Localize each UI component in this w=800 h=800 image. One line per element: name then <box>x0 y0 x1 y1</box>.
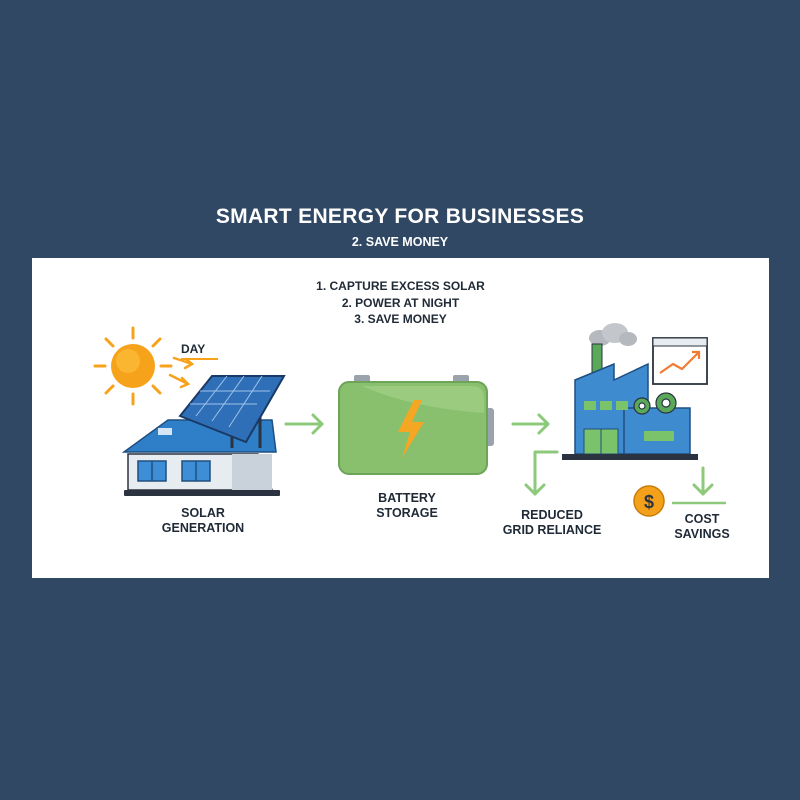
page-subtitle: 2. SAVE MONEY <box>351 235 449 249</box>
step-1: 1. CAPTURE EXCESS SOLAR <box>316 279 485 293</box>
svg-text:$: $ <box>644 492 654 512</box>
lightning-bolt-icon <box>398 400 424 458</box>
battery-storage-label: BATTERY STORAGE <box>376 491 438 520</box>
flow-diagram: $ <box>93 323 726 517</box>
flow-arrow-2 <box>511 413 550 435</box>
step-2: 2. POWER AT NIGHT <box>341 295 460 310</box>
step-3: 3. SAVE MONEY <box>354 312 447 326</box>
diagram-card: 1. CAPTURE EXCESS SOLAR 2. POWER AT NIGH… <box>32 258 769 578</box>
sun-icon <box>93 326 173 406</box>
gear-icon <box>633 392 677 415</box>
house-icon <box>121 419 280 496</box>
dollar-coin-icon: $ <box>633 485 665 517</box>
page-title: SMART ENERGY FOR BUSINESSES <box>215 205 585 228</box>
steps-list: 1. CAPTURE EXCESS SOLAR 2. POWER AT NIGH… <box>32 278 769 328</box>
solar-panel-icon <box>178 375 286 448</box>
cost-savings-label: COST SAVINGS <box>674 512 730 541</box>
flow-arrow-1 <box>284 413 324 435</box>
day-label: DAY <box>181 342 206 356</box>
rising-chart-icon <box>652 337 708 385</box>
factory-icon <box>562 323 698 460</box>
flow-arrow-savings <box>692 466 714 496</box>
flow-arrow-grid <box>524 450 559 496</box>
battery-icon <box>338 375 494 475</box>
sunlight-arrows-icon <box>168 356 195 389</box>
grid-reliance-label: REDUCED GRID RELIANCE <box>502 508 602 537</box>
solar-generation-label: SOLAR GENERATION <box>161 506 245 535</box>
